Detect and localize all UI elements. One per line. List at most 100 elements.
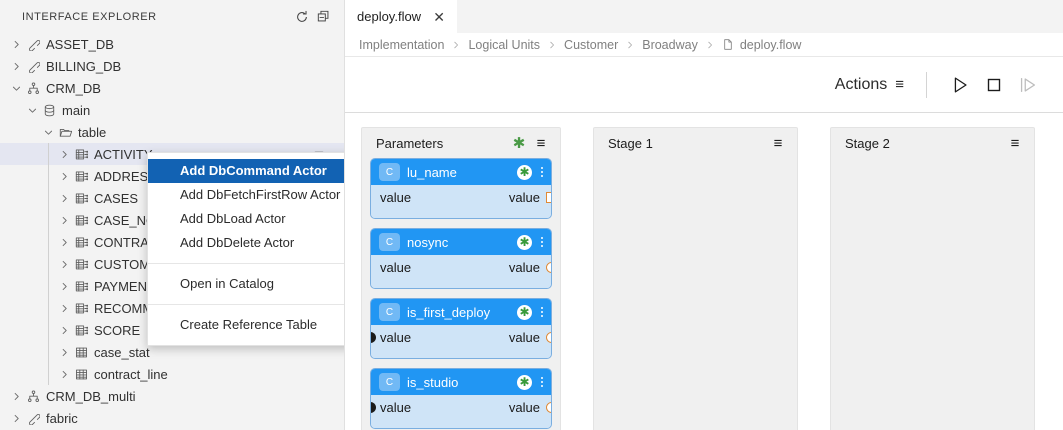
tree-item-asset_db[interactable]: ASSET_DB [0,33,344,55]
asterisk-icon[interactable]: ✱ [517,164,532,180]
chevron-down-icon[interactable] [8,77,24,99]
chevron-right-icon[interactable] [8,407,24,429]
table-rel-icon [72,148,90,161]
chevron-right-icon[interactable] [56,165,72,187]
chevron-right-icon [625,40,635,50]
table-rel-icon [72,236,90,249]
actions-button[interactable]: Actions ≡ [829,72,910,98]
breadcrumb-item-broadway[interactable]: Broadway [642,37,698,52]
tree-item-crm_db[interactable]: CRM_DB [0,77,344,99]
tree-item-address[interactable]: ADDRESS [0,165,344,187]
panel-menu-icon[interactable]: ≡ [773,134,783,152]
tree-guide-line [48,231,49,253]
menu-item-add-dbdelete-actor[interactable]: Add DbDelete Actor [180,235,295,250]
schema-icon [24,82,42,95]
chevron-right-icon[interactable] [8,33,24,55]
tree-item-table[interactable]: table [0,121,344,143]
chevron-right-icon[interactable] [8,385,24,407]
chevron-right-icon[interactable] [56,363,72,385]
output-port[interactable] [546,192,551,203]
table-rel-icon [72,302,90,315]
close-icon[interactable]: ✕ [433,8,445,25]
breadcrumb-item-implementation[interactable]: Implementation [359,37,445,52]
output-port[interactable] [546,262,551,273]
tree-item-label: ADDRESS [94,168,157,184]
chevron-right-icon[interactable] [56,341,72,363]
tree-guide-line [48,319,49,341]
breadcrumb-item-customer[interactable]: Customer [564,37,619,52]
chevron-right-icon[interactable] [56,253,72,275]
breadcrumb-item-logical-units[interactable]: Logical Units [468,37,541,52]
chevron-right-icon[interactable] [56,231,72,253]
tree-item-cases[interactable]: CASES [0,187,344,209]
node-menu-icon[interactable] [535,307,549,317]
sidebar-title: INTERFACE EXPLORER [22,10,157,23]
node-menu-icon[interactable] [535,377,549,387]
panel-menu-icon[interactable]: ≡ [1010,134,1020,152]
output-port-label: value [508,190,540,205]
menu-item-add-dbfetchfirstrow-actor[interactable]: Add DbFetchFirstRow Actor [180,187,341,202]
asterisk-icon[interactable]: ✱ [517,304,532,320]
tree-item-crm_db_multi[interactable]: CRM_DB_multi [0,385,344,407]
chevron-down-icon[interactable] [24,99,40,121]
run-button[interactable] [943,70,977,100]
chevron-right-icon[interactable] [56,297,72,319]
stop-button[interactable] [977,70,1011,100]
output-port[interactable] [546,332,551,343]
breadcrumb-item-deploy-flow[interactable]: deploy.flow [722,38,801,52]
table-icon [72,368,90,381]
menu-item-add-dbcommand-actor[interactable]: Add DbCommand Actor [148,159,344,183]
menu-separator [148,263,344,264]
node-type-badge: C [379,373,400,391]
chevron-down-icon[interactable] [40,121,56,143]
tree-item-case_stat[interactable]: case_stat [0,341,344,363]
node-name: is_first_deploy [407,304,491,320]
menu-item-create-reference-table[interactable]: Create Reference Table [180,317,318,332]
asterisk-icon[interactable]: ✱ [512,134,526,152]
tab-deploy-flow[interactable]: deploy.flow ✕ [345,0,458,33]
input-port[interactable] [371,332,376,343]
menu-group: Open in Catalog [148,270,344,298]
tree-guide-line [48,187,49,209]
chevron-right-icon[interactable] [56,275,72,297]
input-port[interactable] [371,402,376,413]
refresh-icon[interactable] [292,7,312,27]
node-menu-icon[interactable] [535,237,549,247]
tree-item-score[interactable]: SCORE [0,319,344,341]
chevron-right-icon[interactable] [56,143,72,165]
chevron-right-icon[interactable] [56,319,72,341]
tree-item-label: CRM_DB [46,80,101,96]
tree-item-fabric[interactable]: fabric [0,407,344,429]
collapse-all-icon[interactable] [314,7,334,27]
asterisk-icon[interactable]: ✱ [517,234,532,250]
menu-item-add-dbload-actor[interactable]: Add DbLoad Actor [180,211,286,226]
tree-item-billing_db[interactable]: BILLING_DB [0,55,344,77]
chevron-right-icon[interactable] [8,55,24,77]
chevron-right-icon[interactable] [56,187,72,209]
tab-bar: deploy.flow ✕ [345,0,1063,33]
menu-item-open-in-catalog[interactable]: Open in Catalog [180,276,274,291]
panel-menu-icon[interactable]: ≡ [536,134,546,152]
chevron-right-icon[interactable] [56,209,72,231]
tree-item-contract_line[interactable]: contract_line [0,363,344,385]
node-menu-icon[interactable] [535,167,549,177]
panel-stage-1: Stage 1≡ [593,127,798,430]
tree-item-main[interactable]: main [0,99,344,121]
sidebar-header: INTERFACE EXPLORER [0,0,344,33]
asterisk-icon[interactable]: ✱ [517,374,532,390]
output-port[interactable] [546,402,551,413]
output-port-label: value [508,330,540,345]
node-footer [371,280,551,288]
input-port-label: value [380,400,412,415]
panel-header: Parameters✱≡ [362,128,560,158]
